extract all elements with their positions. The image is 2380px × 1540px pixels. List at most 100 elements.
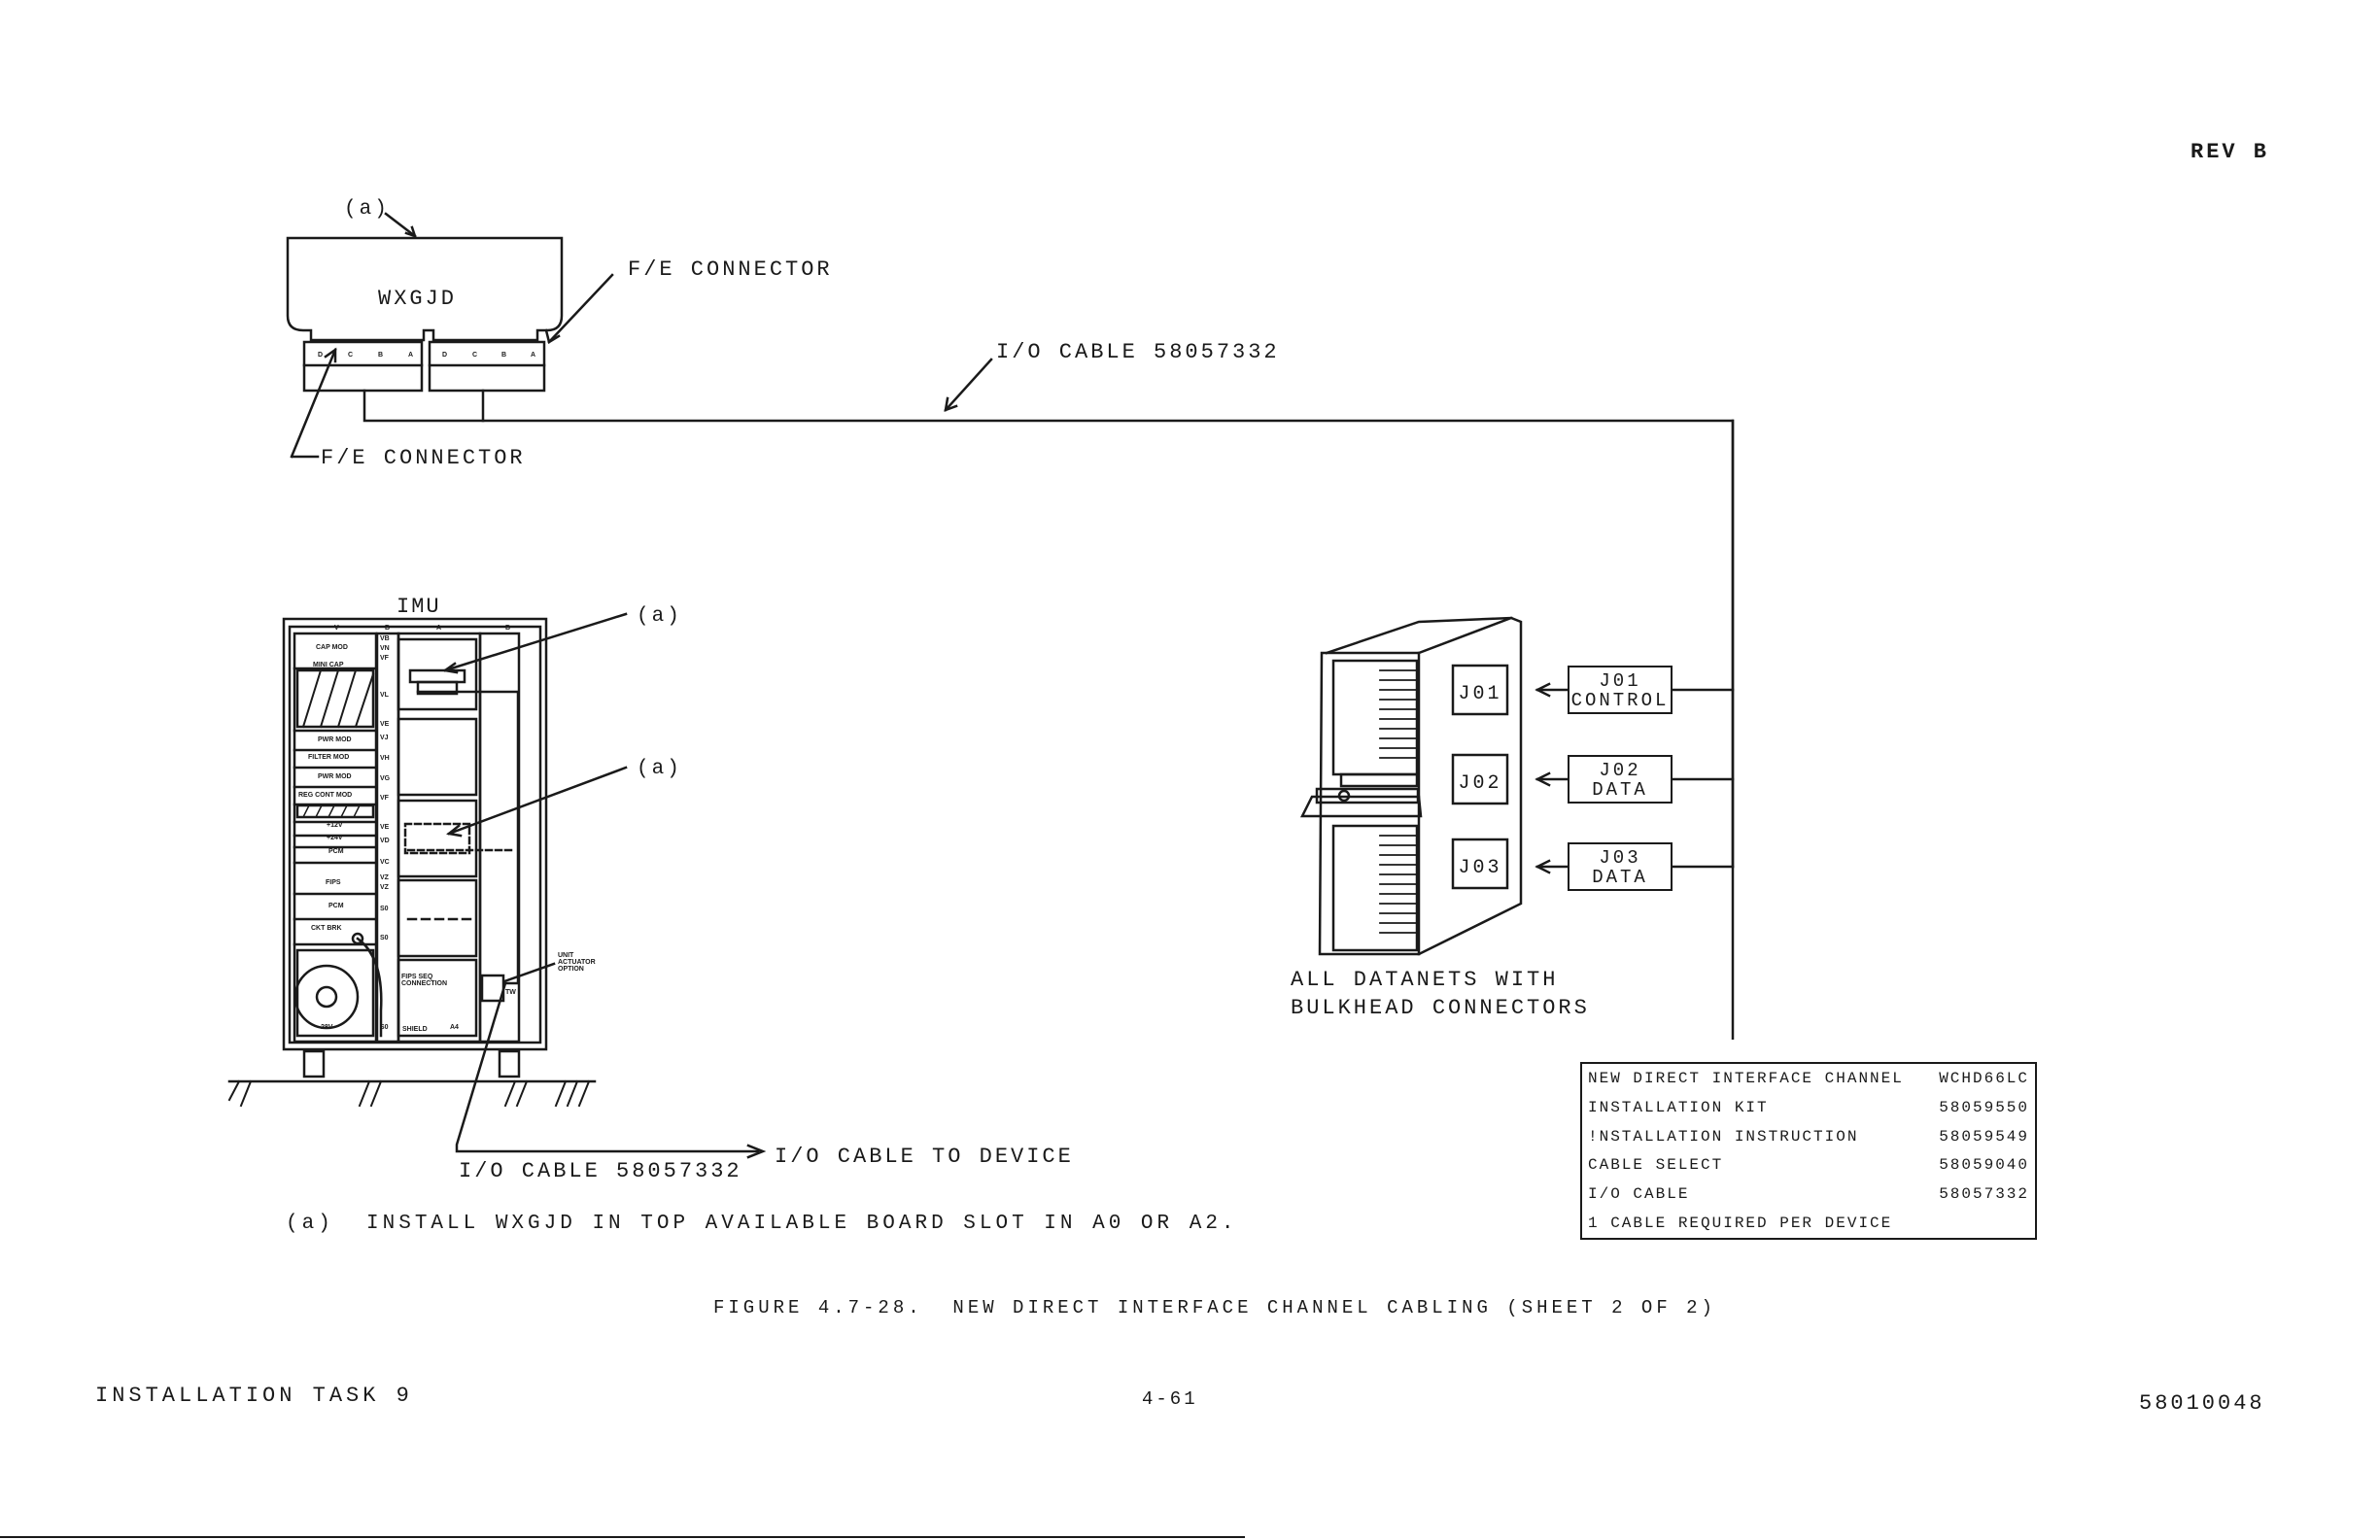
imu-module-label: PWR MOD xyxy=(318,736,352,743)
imu-side-label: VH xyxy=(380,755,390,762)
footer-page-number: 4-61 xyxy=(1142,1388,1198,1410)
imu-column-label: A xyxy=(436,625,442,632)
imu-module-label: 28V xyxy=(321,1024,333,1031)
jack-panel-j02: J02 xyxy=(1458,772,1502,795)
datanet-cabinet xyxy=(1318,616,1523,956)
imu-module-label: FILTER MOD xyxy=(308,754,350,761)
imu-module-label: MINI CAP xyxy=(313,662,344,668)
table-row: CABLE SELECT 58059040 xyxy=(1581,1150,2036,1180)
table-row: INSTALLATION KIT 58059550 xyxy=(1581,1093,2036,1122)
imu-module-label: +12V xyxy=(327,822,343,829)
imu-module-label: REG CONT MOD xyxy=(298,792,353,799)
imu-side-label: VZ xyxy=(380,884,389,891)
board-name-label: WXGJD xyxy=(378,287,458,311)
part-number xyxy=(1927,1209,2036,1239)
datanets-label-line2: BULKHEAD CONNECTORS xyxy=(1291,996,1590,1020)
imu-side-label: VG xyxy=(380,775,391,782)
part-description: NEW DIRECT INTERFACE CHANNEL xyxy=(1588,1069,1904,1087)
tw-label: TW xyxy=(505,989,516,996)
install-note: (a) INSTALL WXGJD IN TOP AVAILABLE BOARD… xyxy=(286,1213,1238,1235)
slot-letter: C xyxy=(348,352,354,359)
slot-letter: D xyxy=(442,352,448,359)
annotation-a-top: (a) xyxy=(344,198,390,221)
io-cable-top-run xyxy=(362,389,1735,1040)
parts-table: NEW DIRECT INTERFACE CHANNEL WCHD66LC INS… xyxy=(1580,1062,2037,1240)
imu-column-label: B xyxy=(505,625,511,632)
imu-module-label: PWR MOD xyxy=(318,773,352,780)
datanets-label-line1: ALL DATANETS WITH xyxy=(1291,968,1559,992)
jack-box-line1: J02 xyxy=(1599,760,1641,781)
unit-actuator-label: UNIT ACTUATOR OPTION xyxy=(558,952,596,973)
imu-side-label: VN xyxy=(380,645,390,652)
jack-panel-j03: J03 xyxy=(1458,857,1502,879)
imu-side-label: S0 xyxy=(380,1024,389,1031)
imu-side-label: VE xyxy=(380,824,390,831)
slot-letter: C xyxy=(472,352,478,359)
imu-module-label: CKT BRK xyxy=(311,925,342,932)
imu-side-label: S0 xyxy=(380,935,389,941)
part-description: I/O CABLE xyxy=(1588,1185,1690,1204)
slot-letter: B xyxy=(378,352,384,359)
footer-left: INSTALLATION TASK 9 xyxy=(95,1384,413,1408)
fips-seq-label: FIPS SEQ CONNECTION xyxy=(401,974,448,987)
io-cable-label-upper: I/O CABLE 58057332 xyxy=(996,340,1280,364)
wxgjd-board-outline xyxy=(286,236,564,342)
annotation-a-mid1: (a) xyxy=(637,605,682,628)
rev-label: REV B xyxy=(2190,140,2270,164)
imu-side-label: VZ xyxy=(380,874,389,881)
part-number: 58057332 xyxy=(1939,1185,2029,1204)
shield-label: SHIELD xyxy=(402,1026,428,1033)
part-description: INSTALLATION KIT xyxy=(1588,1098,1769,1116)
imu-cabinet xyxy=(282,617,548,1051)
imu-module-label: +24V xyxy=(327,835,343,841)
table-row: I/O CABLE 58057332 xyxy=(1581,1180,2036,1209)
imu-side-label: VC xyxy=(380,859,390,866)
slot-letter: D xyxy=(318,352,324,359)
fe-connector-label-upper: F/E CONNECTOR xyxy=(628,257,833,282)
part-number: WCHD66LC xyxy=(1939,1069,2029,1087)
part-description: CABLE SELECT xyxy=(1588,1156,1724,1175)
slot-letter: A xyxy=(531,352,536,359)
jack-box-j03: J03 DATA xyxy=(1568,842,1673,891)
imu-side-label: S0 xyxy=(380,906,389,912)
part-number: 58059550 xyxy=(1939,1098,2029,1116)
imu-module-label: FIPS xyxy=(326,879,341,886)
fe-connector-label-lower: F/E CONNECTOR xyxy=(321,446,526,470)
jack-box-line2: CONTROL xyxy=(1570,690,1670,711)
imu-side-label: VF xyxy=(380,655,389,662)
annotation-a-mid2: (a) xyxy=(637,758,682,780)
table-row: NEW DIRECT INTERFACE CHANNEL WCHD66LC xyxy=(1581,1063,2036,1093)
slot-letter: A xyxy=(408,352,414,359)
imu-module-label: PCM xyxy=(328,848,344,855)
imu-side-label: VJ xyxy=(380,735,389,741)
footer-doc-number: 58010048 xyxy=(2139,1391,2265,1416)
imu-label: IMU xyxy=(397,595,441,619)
a4-label: A4 xyxy=(450,1024,459,1031)
imu-module-label: CAP MOD xyxy=(316,644,348,651)
io-cable-label-lower: I/O CABLE 58057332 xyxy=(459,1159,742,1183)
part-description: 1 CABLE REQUIRED PER DEVICE xyxy=(1588,1214,1893,1232)
jack-panel-j01: J01 xyxy=(1458,683,1502,705)
part-description: !NSTALLATION INSTRUCTION xyxy=(1588,1127,1859,1146)
jack-box-line2: DATA xyxy=(1592,867,1648,888)
imu-side-label: VE xyxy=(380,721,390,728)
slot-letter: B xyxy=(501,352,507,359)
jack-box-line2: DATA xyxy=(1592,779,1648,801)
imu-column-label: V xyxy=(334,625,339,632)
imu-side-label: VB xyxy=(380,635,390,642)
jack-box-j01: J01 CONTROL xyxy=(1568,666,1673,714)
imu-side-label: VD xyxy=(380,838,390,844)
jack-box-j02: J02 DATA xyxy=(1568,755,1673,804)
table-row: !NSTALLATION INSTRUCTION 58059549 xyxy=(1581,1122,2036,1151)
imu-column-label: B xyxy=(385,625,391,632)
part-number: 58059549 xyxy=(1939,1127,2029,1146)
jack-box-line1: J01 xyxy=(1599,670,1641,692)
imu-module-label: PCM xyxy=(328,903,344,909)
imu-side-label: VL xyxy=(380,692,389,699)
table-row: 1 CABLE REQUIRED PER DEVICE xyxy=(1581,1209,2036,1239)
figure-caption: FIGURE 4.7-28. NEW DIRECT INTERFACE CHAN… xyxy=(713,1297,1716,1318)
jack-box-line1: J03 xyxy=(1599,847,1641,869)
part-number: 58059040 xyxy=(1939,1156,2029,1175)
imu-side-label: VF xyxy=(380,795,389,802)
